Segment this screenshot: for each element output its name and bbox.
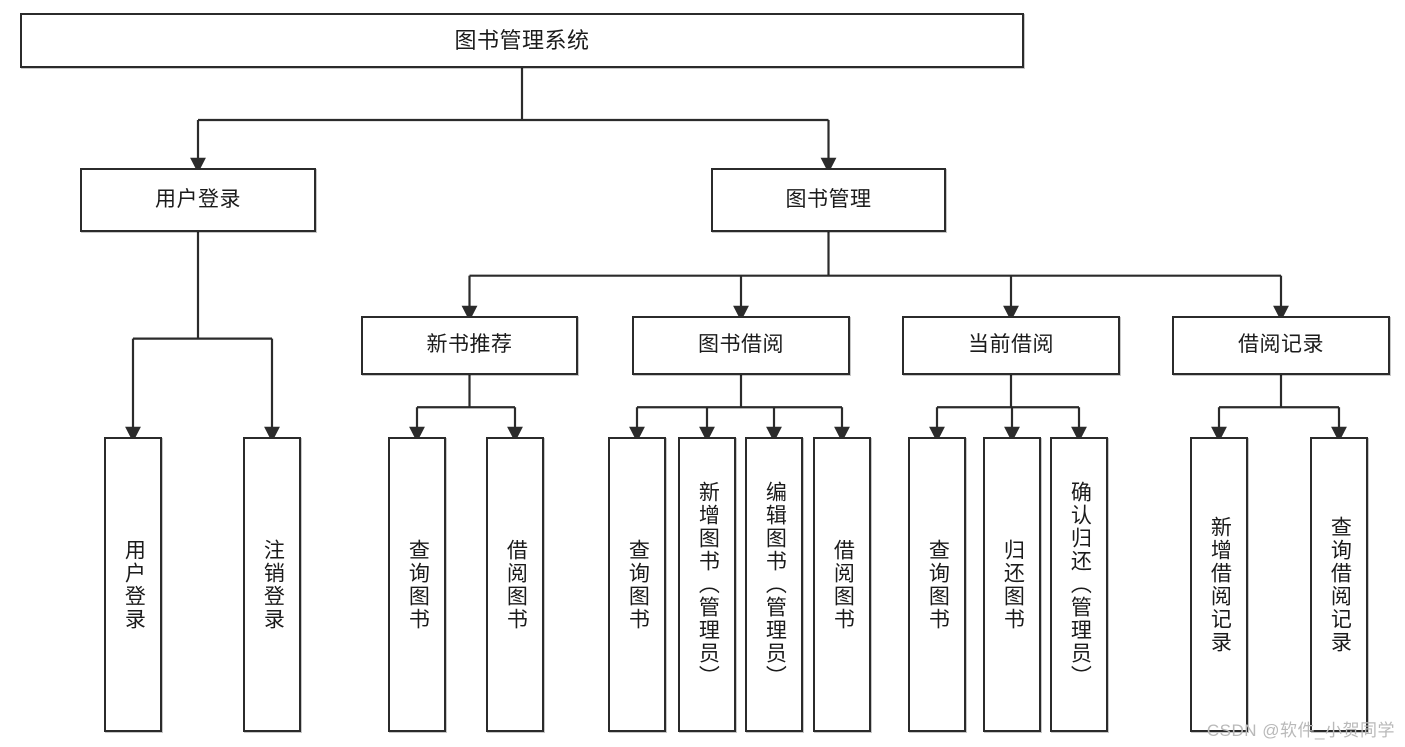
node-l-query1: 查询图书 [388,437,446,732]
node-newbook: 新书推荐 [361,316,578,375]
node-login: 用户登录 [80,168,316,232]
node-l-queryrec: 查询借阅记录 [1310,437,1368,732]
node-label: 用户登录 [122,538,146,631]
node-l-query2: 查询图书 [608,437,666,732]
node-label: 新增借阅记录 [1208,515,1232,654]
node-l-add: 新增图书（管理员） [678,437,736,732]
node-label: 图书管理系统 [454,27,590,53]
node-label: 图书借阅 [698,333,784,357]
node-label: 借阅图书 [504,538,528,631]
node-label: 查询图书 [926,538,950,631]
node-l-addrec: 新增借阅记录 [1190,437,1248,732]
node-l-confirm: 确认归还（管理员） [1050,437,1108,732]
node-label: 新增图书（管理员） [696,481,720,688]
node-current: 当前借阅 [902,316,1120,375]
node-l-borrow1: 借阅图书 [486,437,544,732]
node-label: 查询借阅记录 [1328,515,1352,654]
edge-group [125,68,1347,443]
node-l-return: 归还图书 [983,437,1041,732]
node-label: 注销登录 [261,538,285,631]
node-l-logout: 注销登录 [243,437,301,732]
node-label: 图书管理 [785,187,872,211]
node-root: 图书管理系统 [20,13,1024,68]
node-bookmgmt: 图书管理 [711,168,946,232]
node-label: 借阅记录 [1238,333,1324,357]
node-label: 查询图书 [406,538,430,631]
node-records: 借阅记录 [1172,316,1390,375]
node-l-edit: 编辑图书（管理员） [745,437,803,732]
node-label: 借阅图书 [831,538,855,631]
watermark: CSDN @软件_小贺同学 [1206,721,1395,740]
node-label: 用户登录 [155,187,241,211]
node-l-login: 用户登录 [104,437,162,732]
node-label: 查询图书 [626,538,650,631]
node-label: 当前借阅 [968,333,1054,357]
node-label: 确认归还（管理员） [1068,481,1092,688]
node-label: 编辑图书（管理员） [763,481,787,688]
node-label: 归还图书 [1001,538,1025,631]
node-label: 新书推荐 [426,333,513,357]
node-borrow: 图书借阅 [632,316,850,375]
node-l-query3: 查询图书 [908,437,966,732]
node-l-borrow2: 借阅图书 [813,437,871,732]
